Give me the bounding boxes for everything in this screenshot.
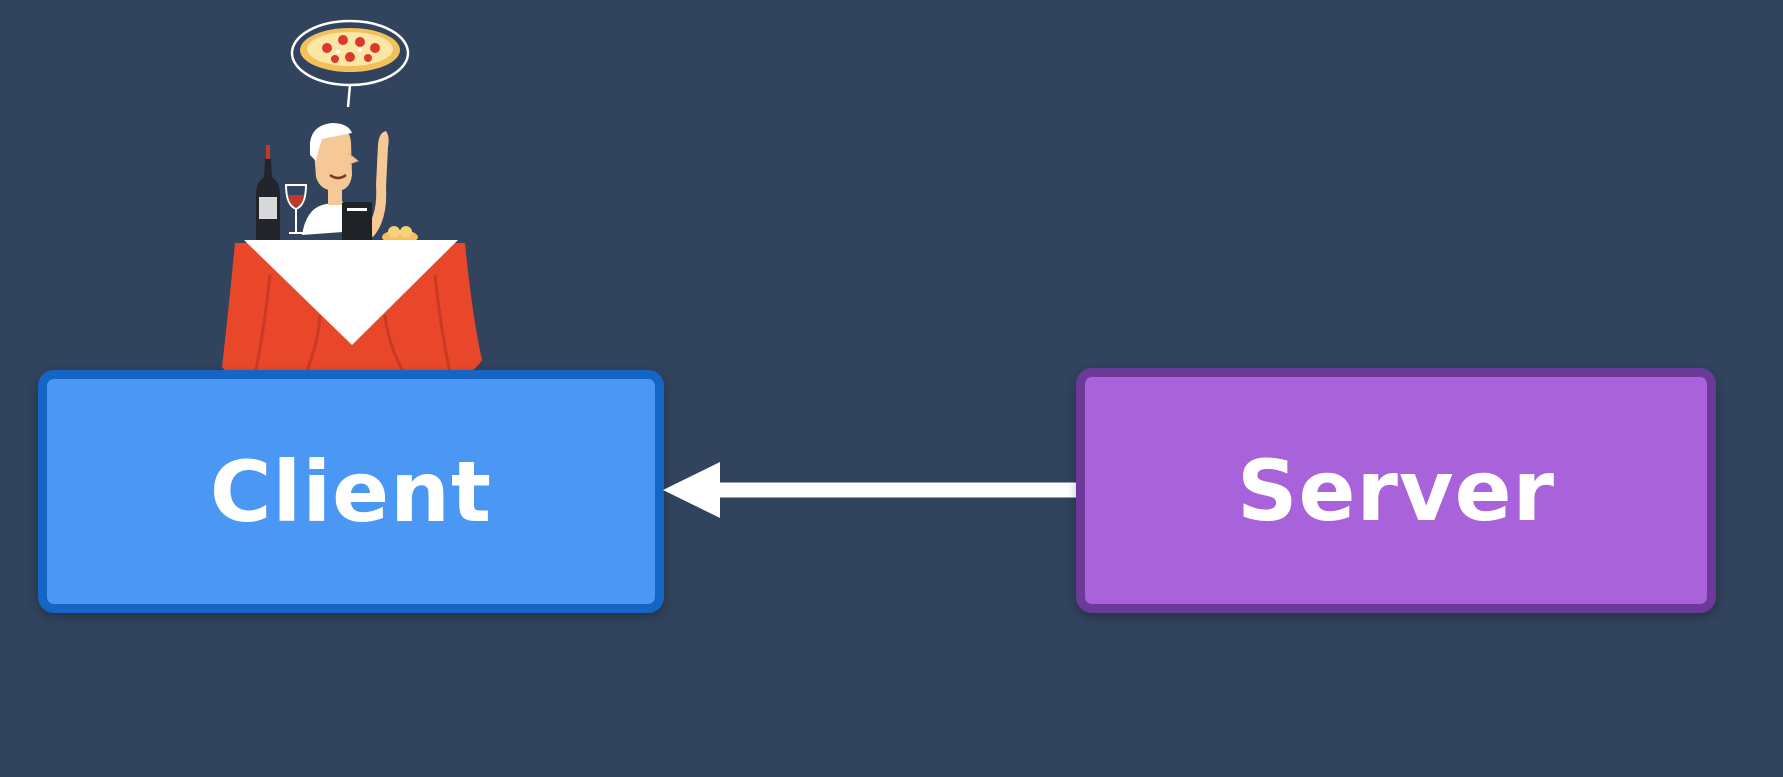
server-label: Server — [1236, 441, 1556, 540]
pizza-icon — [300, 28, 400, 72]
client-label: Client — [209, 442, 493, 541]
wine-bottle-icon — [256, 145, 280, 240]
diner-person-icon — [302, 123, 418, 244]
wine-glass-icon — [284, 184, 308, 234]
diner-at-table-ordering-pizza-icon — [222, 19, 482, 378]
server-to-client-arrow — [663, 462, 1077, 518]
thought-bubble-icon — [290, 19, 410, 108]
client-node: Client — [38, 370, 664, 613]
arrowhead-icon — [663, 462, 720, 518]
table-icon — [222, 240, 482, 378]
server-node: Server — [1076, 368, 1716, 613]
